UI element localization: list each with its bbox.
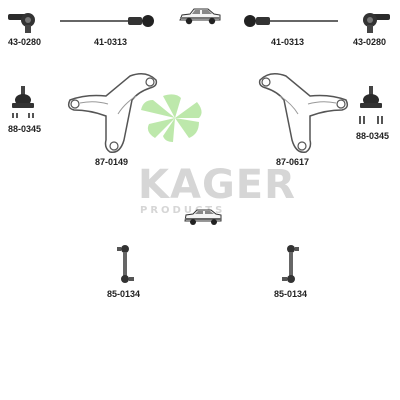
control-arm-left-label: 87-0149: [95, 157, 129, 167]
control-arm-right-label: 87-0617: [276, 157, 310, 167]
axial-joint-left: [60, 15, 154, 27]
stabilizer-link-left: [117, 245, 134, 283]
car-icon: [179, 8, 221, 25]
watermark-sub: PRODUCTS: [140, 205, 226, 216]
ball-joint-left-label: 88-0345: [8, 124, 42, 134]
kager-clover-logo: [141, 94, 202, 142]
tie-rod-end-left-label: 43-0280: [8, 37, 42, 47]
control-arm-left: [67, 73, 158, 153]
ball-joint-right: [359, 86, 383, 124]
stabilizer-link-left-label: 85-0134: [107, 289, 141, 299]
axial-joint-right-label: 41-0313: [271, 37, 305, 47]
ball-joint-right-label: 88-0345: [356, 131, 390, 141]
watermark-brand: KAGER: [138, 162, 296, 208]
stabilizer-link-right-label: 85-0134: [274, 289, 308, 299]
axial-joint-right: [244, 15, 338, 27]
tie-rod-end-right-label: 43-0280: [353, 37, 387, 47]
stabilizer-link-right: [282, 245, 299, 283]
control-arm-right: [258, 73, 349, 153]
ball-joint-left: [12, 86, 34, 118]
car-icon: [184, 209, 222, 225]
tie-rod-end-left: [8, 13, 35, 33]
tie-rod-end-right: [363, 13, 390, 33]
axial-joint-left-label: 41-0313: [94, 37, 128, 47]
